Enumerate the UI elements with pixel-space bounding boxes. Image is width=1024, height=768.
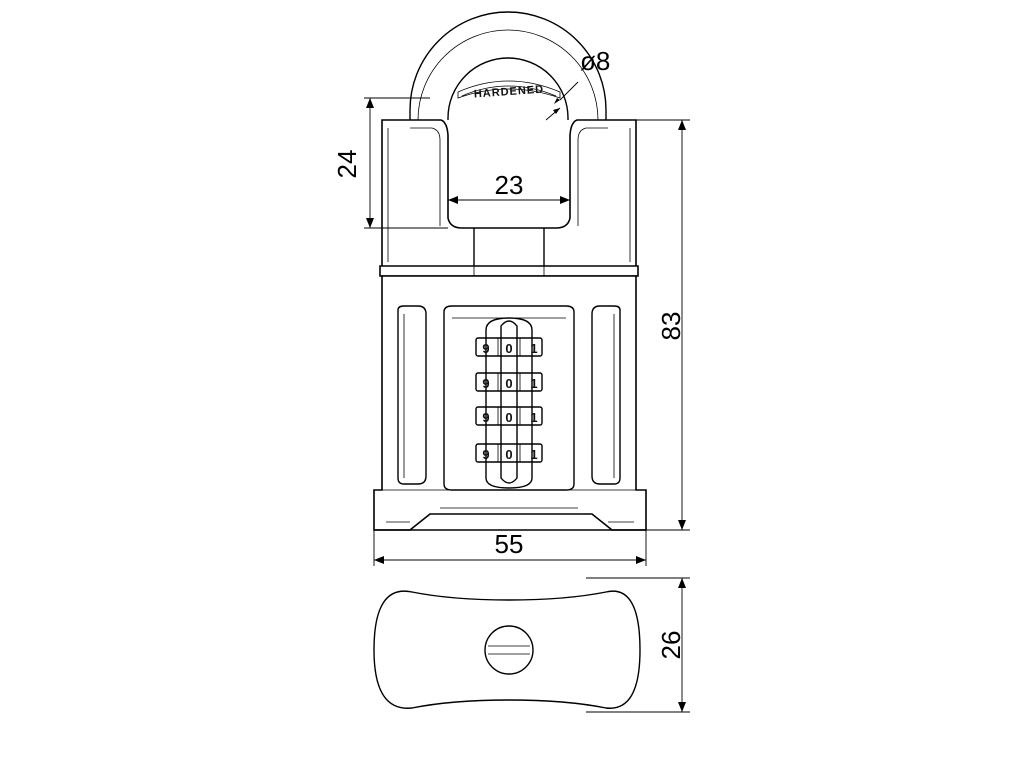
svg-text:83: 83 xyxy=(656,312,686,341)
dimension-body-depth: 26 xyxy=(586,577,690,713)
svg-text:ø8: ø8 xyxy=(580,46,610,76)
dial-3-digit-right: 1 xyxy=(530,410,537,425)
dimension-overall-height: 83 xyxy=(636,119,690,531)
shackle xyxy=(409,11,607,121)
svg-text:23: 23 xyxy=(495,170,524,200)
dimension-shackle-diameter: ø8 xyxy=(545,46,610,121)
lock-body-upper xyxy=(381,119,637,269)
combination-dials: 9 0 1 9 0 1 9 0 1 9 0 1 xyxy=(475,317,543,489)
dial-2-digit-right: 1 xyxy=(530,376,537,391)
dial-1-digit-left: 9 xyxy=(482,341,489,356)
dial-2-digit-left: 9 xyxy=(482,376,489,391)
dial-1-digit-right: 1 xyxy=(530,341,537,356)
dial-wheel-3[interactable]: 9 0 1 xyxy=(475,406,543,426)
dial-wheel-2[interactable]: 9 0 1 xyxy=(475,372,543,392)
svg-text:24: 24 xyxy=(332,150,362,179)
bottom-view xyxy=(373,590,641,709)
svg-text:26: 26 xyxy=(656,631,686,660)
dimension-shackle-inner-width: 23 xyxy=(448,170,570,204)
svg-text:HARDENED: HARDENED xyxy=(473,84,544,101)
dial-4-digit-right: 1 xyxy=(530,447,537,462)
dial-4-digit-center: 0 xyxy=(505,447,512,462)
dial-3-digit-left: 9 xyxy=(482,410,489,425)
dimension-shackle-clearance: 24 xyxy=(332,97,448,229)
dial-wheel-1[interactable]: 9 0 1 xyxy=(475,337,543,357)
dimension-body-width: 55 xyxy=(373,529,647,566)
dial-1-digit-center: 0 xyxy=(505,341,512,356)
dial-4-digit-left: 9 xyxy=(482,447,489,462)
svg-text:55: 55 xyxy=(495,529,524,559)
hardened-engraving: HARDENED xyxy=(457,80,561,101)
dial-2-digit-center: 0 xyxy=(505,376,512,391)
dial-wheel-4[interactable]: 9 0 1 xyxy=(475,443,543,463)
dial-3-digit-center: 0 xyxy=(505,410,512,425)
keyhole-slot xyxy=(484,625,534,675)
lock-body-lower xyxy=(373,275,647,531)
lock-body-band xyxy=(379,265,639,277)
